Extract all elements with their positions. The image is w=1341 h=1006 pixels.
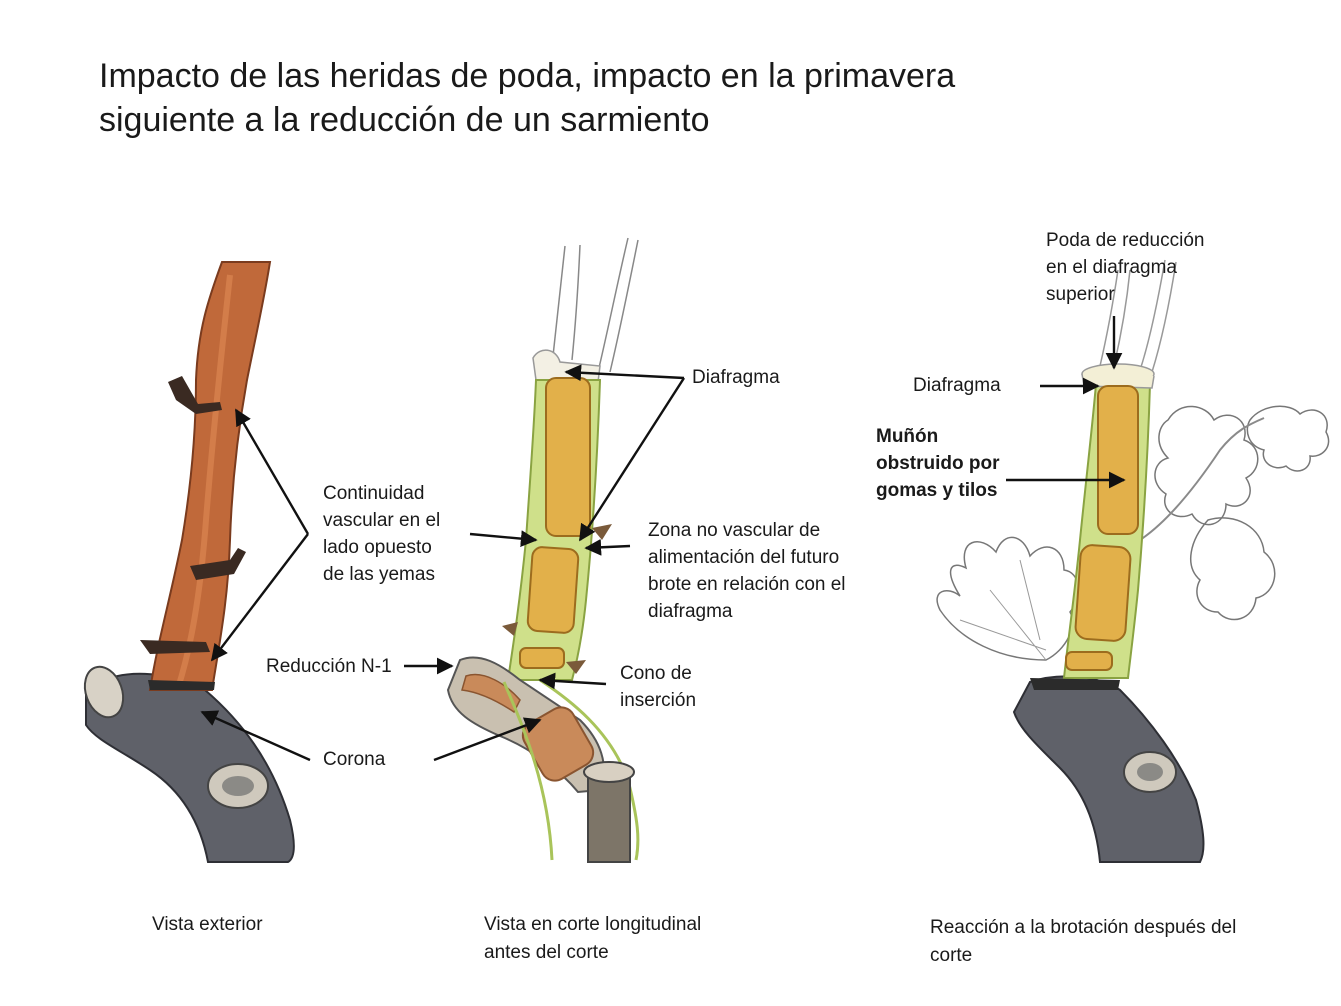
label-corona-text: Corona bbox=[323, 749, 386, 770]
leaf-left bbox=[936, 536, 1080, 661]
label-continuidad-line-2: vascular en el bbox=[323, 510, 441, 531]
label-zona: Zona no vascular de alimentación del fut… bbox=[648, 517, 846, 625]
label-poda-line-1: Poda de reducción bbox=[1046, 230, 1205, 251]
label-munon-line-1: Muñón bbox=[876, 426, 939, 447]
label-diafragma-right-text: Diafragma bbox=[913, 375, 1001, 396]
pith-segment-upper bbox=[545, 377, 591, 537]
label-continuidad-line-4: de las yemas bbox=[323, 564, 435, 585]
label-reduccion-text: Reducción N-1 bbox=[266, 656, 392, 677]
label-zona-line-1: Zona no vascular de bbox=[648, 520, 821, 541]
caption-right-line-1: Reacción a la brotación después del bbox=[930, 917, 1237, 938]
arrow-continuidad-upper bbox=[234, 408, 310, 535]
right-pith-upper bbox=[1097, 385, 1139, 535]
bud-node-3 bbox=[140, 640, 210, 654]
label-continuidad-line-1: Continuidad bbox=[323, 483, 425, 504]
label-diafragma-center-text: Diafragma bbox=[692, 367, 780, 388]
lower-stump bbox=[587, 771, 631, 863]
label-poda-line-3: superior bbox=[1046, 284, 1115, 305]
label-munon-line-2: obstruido por bbox=[876, 453, 1000, 474]
leaf-far-right bbox=[1246, 405, 1330, 472]
bud-node-1 bbox=[168, 376, 222, 414]
caption-right: Reacción a la brotación después del cort… bbox=[930, 914, 1236, 970]
arrow-diafragma-lower bbox=[578, 377, 686, 542]
arrow-corona-center bbox=[433, 717, 542, 762]
title-line-2: siguiente a la reducción de un sarmiento bbox=[99, 101, 710, 139]
arrow-continuidad-center bbox=[469, 530, 538, 547]
label-zona-line-2: alimentación del futuro bbox=[648, 547, 840, 568]
label-cono-line-1: Cono de bbox=[620, 663, 692, 684]
label-reduccion: Reducción N-1 bbox=[266, 653, 392, 680]
caption-left-text: Vista exterior bbox=[152, 914, 263, 935]
exterior-view-drawing bbox=[83, 261, 295, 863]
annotation-arrows bbox=[200, 316, 1126, 762]
label-continuidad: Continuidad vascular en el lado opuesto … bbox=[323, 480, 440, 588]
label-munon: Muñón obstruido por gomas y tilos bbox=[876, 423, 999, 504]
caption-center-line-1: Vista en corte longitudinal bbox=[484, 914, 702, 935]
label-cono: Cono de inserción bbox=[620, 660, 696, 714]
page-title: Impacto de las heridas de poda, impacto … bbox=[99, 54, 1199, 142]
leaf-right bbox=[1154, 405, 1259, 526]
caption-left: Vista exterior bbox=[152, 911, 263, 939]
label-diafragma-center: Diafragma bbox=[692, 364, 780, 391]
bud-node-2 bbox=[190, 548, 246, 580]
heartwood-cut-upper bbox=[461, 673, 521, 714]
arrow-corona-left bbox=[200, 710, 311, 762]
label-zona-line-4: diafragma bbox=[648, 601, 733, 622]
arrow-diafragma-top bbox=[564, 364, 685, 382]
arrow-cono bbox=[538, 672, 607, 690]
label-continuidad-line-3: lado opuesto bbox=[323, 537, 432, 558]
label-poda-line-2: en el diafragma bbox=[1046, 257, 1177, 278]
label-zona-line-3: brote en relación con el bbox=[648, 574, 846, 595]
title-line-1: Impacto de las heridas de poda, impacto … bbox=[99, 57, 956, 95]
pith-segment-middle bbox=[526, 546, 580, 634]
longitudinal-view-drawing bbox=[446, 237, 640, 863]
pith-segment-lower bbox=[519, 647, 565, 669]
arrow-zona bbox=[584, 538, 631, 556]
label-munon-line-3: gomas y tilos bbox=[876, 480, 998, 501]
old-cut-top bbox=[83, 665, 125, 719]
caption-center: Vista en corte longitudinal antes del co… bbox=[484, 911, 701, 967]
label-corona: Corona bbox=[323, 746, 385, 773]
caption-right-line-2: corte bbox=[930, 945, 973, 966]
lower-stump-top bbox=[583, 761, 635, 783]
arrow-continuidad-lower bbox=[210, 533, 309, 662]
caption-center-line-2: antes del corte bbox=[484, 942, 609, 963]
label-cono-line-2: inserción bbox=[620, 690, 697, 711]
reaction-view-drawing bbox=[936, 259, 1330, 863]
right-pith-middle bbox=[1074, 544, 1132, 642]
label-diafragma-right: Diafragma bbox=[913, 372, 1001, 399]
label-poda: Poda de reducción en el diafragma superi… bbox=[1046, 227, 1204, 308]
right-pith-lower bbox=[1065, 651, 1113, 671]
